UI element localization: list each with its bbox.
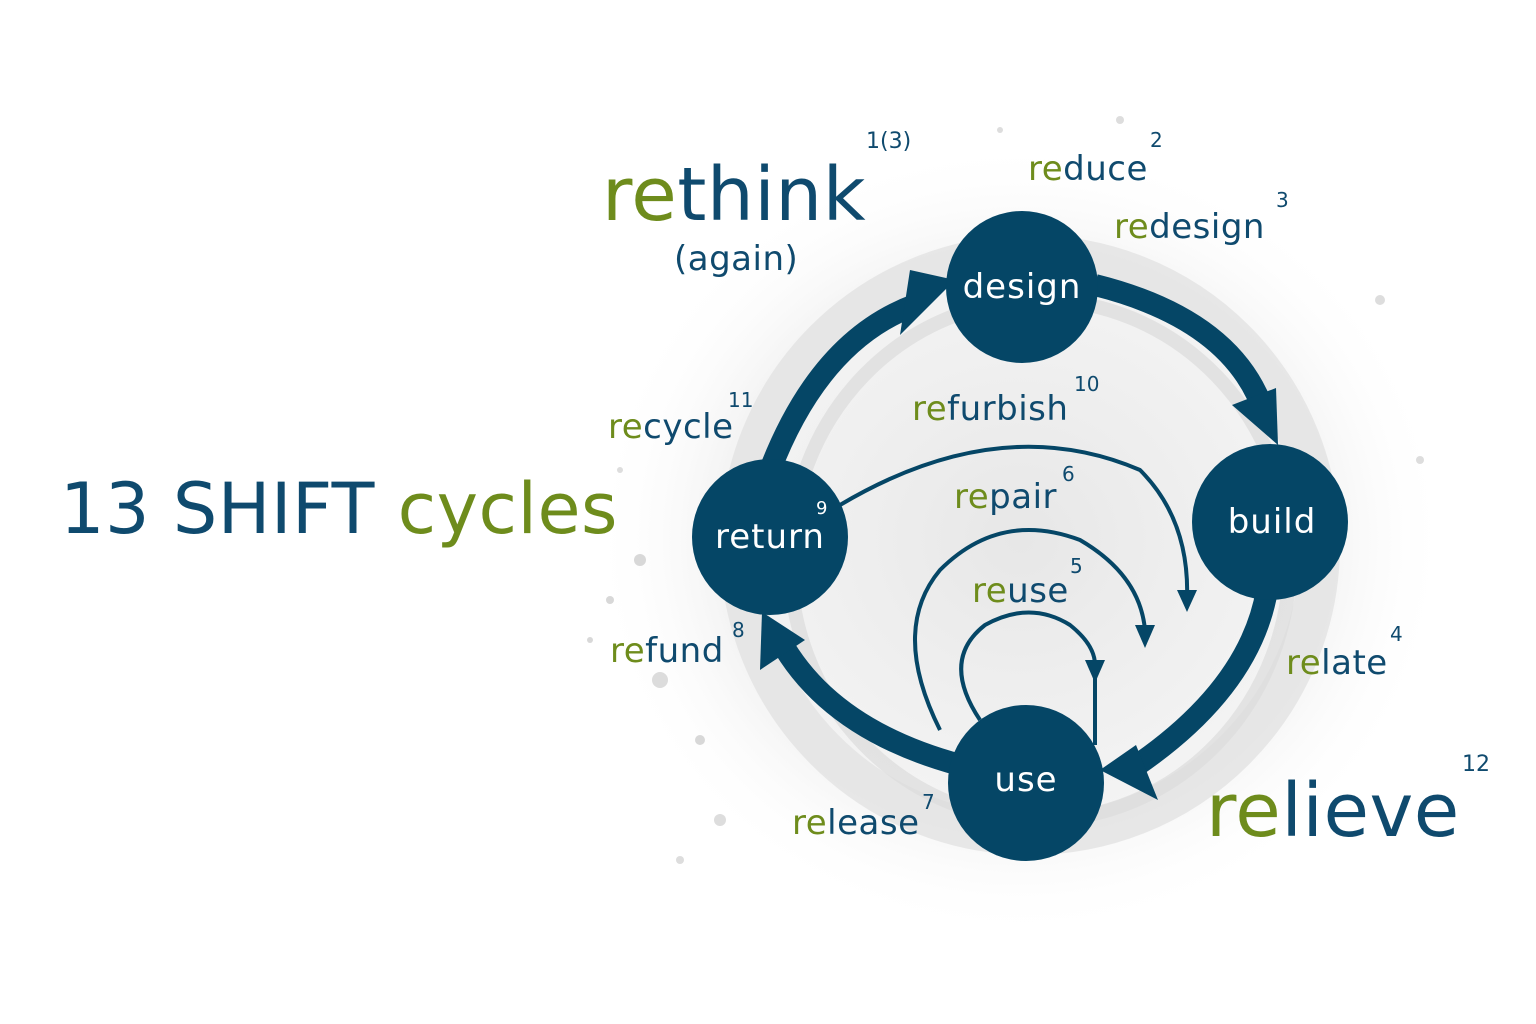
cycle-reuse: reuse — [972, 571, 1069, 611]
cycle-reuse-sup: 5 — [1070, 554, 1083, 578]
refurbish-loop — [838, 444, 1190, 601]
cycle-redesign-sup: 3 — [1276, 188, 1289, 212]
reuse-loop — [959, 610, 1097, 722]
cycle-repair-sup: 6 — [1062, 462, 1075, 486]
cycle-refurbish-sup: 10 — [1074, 372, 1100, 396]
cycle-release: release — [792, 803, 920, 843]
cycle-relate: relate — [1286, 643, 1388, 683]
arrowhead-design — [900, 270, 955, 335]
cycle-recycle-sup: 11 — [728, 388, 754, 412]
node-return-sup: 9 — [816, 498, 828, 519]
arrowhead-refurbish — [1177, 590, 1197, 612]
cycle-refund-sup: 8 — [732, 618, 745, 642]
node-build — [1192, 444, 1348, 600]
arrow-return-to-design — [759, 294, 919, 474]
node-build-label: build — [1227, 502, 1317, 542]
cycle-reduce: reduce — [1028, 149, 1148, 189]
cycle-refurbish: refurbish — [912, 389, 1069, 429]
main-cycle-arrows — [759, 274, 1278, 780]
node-design — [946, 211, 1098, 363]
cycle-nodes — [692, 211, 1348, 861]
arrowhead-return — [760, 612, 805, 670]
arrow-use-to-return — [770, 634, 963, 776]
inner-arrowheads — [1085, 590, 1197, 683]
arrowhead-use — [1100, 745, 1158, 800]
arrowhead-repair — [1135, 625, 1155, 648]
cycle-repair: repair — [954, 477, 1057, 517]
cycle-relate-sup: 4 — [1390, 622, 1403, 646]
cycle-rethink-note: (again) — [674, 239, 799, 279]
arrowhead-build — [1232, 388, 1278, 445]
node-return-label: return — [715, 517, 825, 557]
cycle-recycle: recycle — [608, 407, 734, 447]
cycle-release-sup: 7 — [922, 790, 935, 814]
cycle-reduce-sup: 2 — [1150, 128, 1163, 152]
node-use — [948, 705, 1104, 861]
inner-loops — [838, 444, 1190, 745]
cycle-refund: refund — [610, 631, 724, 671]
node-design-label: design — [962, 267, 1082, 307]
arrow-design-to-build — [1092, 274, 1276, 419]
repair-loop — [913, 528, 1147, 731]
cycle-relieve: relieve — [1206, 768, 1460, 854]
node-use-label: use — [994, 760, 1058, 800]
arrowhead-reuse — [1085, 660, 1105, 683]
cycle-rethink-sup: 1(3) — [866, 129, 912, 154]
cycle-relieve-sup: 12 — [1462, 752, 1490, 777]
main-arrowheads — [760, 270, 1278, 800]
page-title: 13 SHIFT cycles — [60, 468, 618, 550]
arrow-build-to-use — [1123, 588, 1278, 780]
node-return — [692, 459, 848, 615]
cycle-rethink: rethink — [602, 152, 867, 238]
cycle-redesign: redesign — [1114, 207, 1265, 247]
